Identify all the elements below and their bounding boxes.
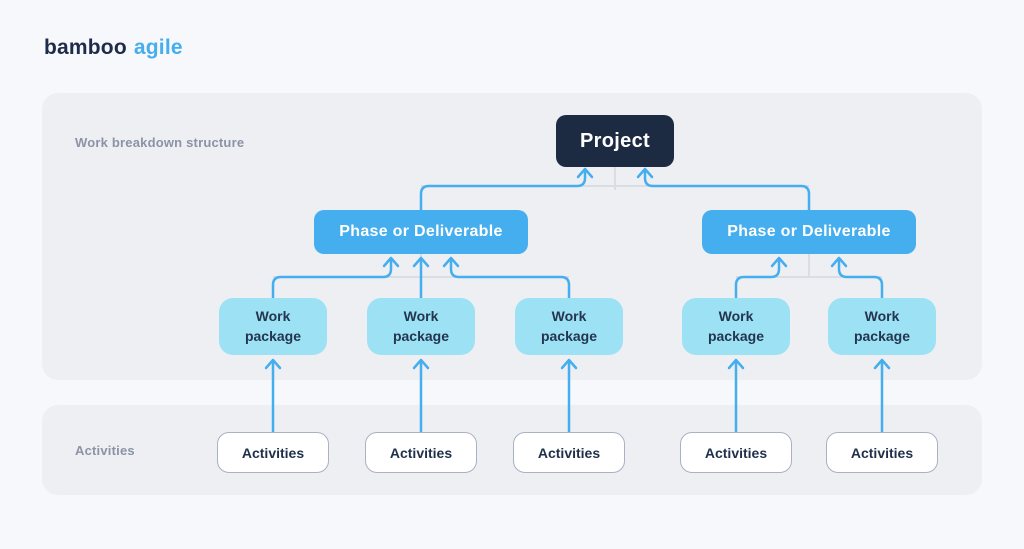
- activities-panel: Activities: [42, 405, 982, 495]
- work-package-label: Work package: [853, 307, 911, 344]
- brand-logo-bamboo: bamboo: [44, 36, 127, 59]
- node-phase-left: Phase or Deliverable: [314, 210, 528, 254]
- node-activities-4: Activities: [680, 432, 792, 473]
- node-activities-5: Activities: [826, 432, 938, 473]
- work-package-label: Work package: [707, 307, 765, 344]
- brand-logo-agile: agile: [133, 36, 183, 59]
- node-activities-2: Activities: [365, 432, 477, 473]
- node-activities-1: Activities: [217, 432, 329, 473]
- node-activities-3: Activities: [513, 432, 625, 473]
- node-phase-right: Phase or Deliverable: [702, 210, 916, 254]
- activities-panel-label: Activities: [75, 442, 135, 458]
- wbs-panel-label: Work breakdown structure: [75, 135, 245, 150]
- node-work-package-3: Work package: [515, 298, 623, 355]
- work-package-label: Work package: [244, 307, 302, 344]
- node-project: Project: [556, 115, 674, 167]
- node-work-package-5: Work package: [828, 298, 936, 355]
- brand-logo: bamboo agile: [44, 36, 183, 60]
- node-work-package-2: Work package: [367, 298, 475, 355]
- node-work-package-1: Work package: [219, 298, 327, 355]
- work-package-label: Work package: [392, 307, 450, 344]
- node-work-package-4: Work package: [682, 298, 790, 355]
- work-package-label: Work package: [540, 307, 598, 344]
